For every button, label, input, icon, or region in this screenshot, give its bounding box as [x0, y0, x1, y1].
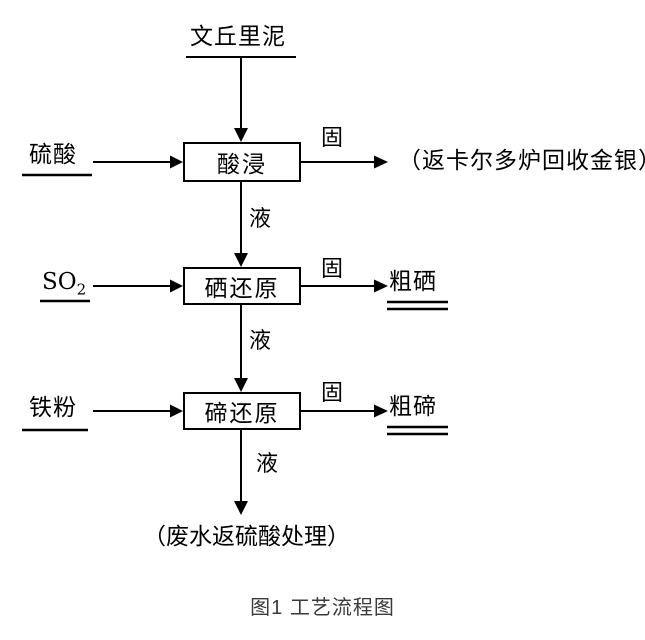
solid-output-2-label: 粗硒: [389, 269, 437, 295]
arrowhead-solid2: [374, 279, 388, 293]
arrowhead-reagent2: [170, 279, 183, 293]
final-output-label: （废水返硫酸处理）: [143, 524, 350, 550]
arrowhead-into-box2: [234, 253, 248, 267]
solid-output-1-label: （返卡尔多炉回收金银）: [398, 148, 645, 174]
process-box-acid-leaching-label: 酸浸: [217, 152, 267, 178]
liquid-phase-label-1: 液: [249, 207, 272, 232]
liquid-phase-label-2: 液: [249, 329, 272, 354]
process-box-selenium-reduction-label: 硒还原: [204, 276, 280, 302]
solid-phase-label-2: 固: [321, 257, 344, 282]
reagent-so2-subscript: 2: [76, 280, 87, 299]
solid-output-3-label: 粗碲: [389, 394, 437, 420]
arrowhead-final-output: [234, 501, 248, 515]
arrowhead-solid3: [374, 404, 388, 418]
arrowhead-solid1: [374, 155, 388, 169]
process-box-selenium-reduction: 硒还原: [183, 267, 301, 305]
arrowhead-into-box3: [234, 378, 248, 392]
arrowhead-reagent3: [170, 404, 183, 418]
liquid-phase-label-3: 液: [256, 452, 279, 477]
figure-caption: 图1 工艺流程图: [250, 597, 395, 619]
process-box-tellurium-reduction-label: 碲还原: [204, 401, 280, 427]
underlines: [22, 56, 448, 436]
process-box-acid-leaching: 酸浸: [183, 142, 301, 182]
reagent-label-iron-powder: 铁粉: [29, 395, 77, 421]
reagent-so2-formula: SO: [42, 269, 77, 295]
arrowhead-reagent1: [170, 155, 183, 169]
arrowhead-into-box1: [234, 128, 248, 142]
arrow-heads: [170, 128, 388, 515]
solid-phase-label-3: 固: [321, 381, 344, 406]
top-input-label: 文丘里泥: [190, 24, 286, 50]
reagent-label-so2: SO2: [42, 269, 86, 297]
process-box-tellurium-reduction: 碲还原: [183, 392, 301, 430]
reagent-label-sulfuric-acid: 硫酸: [29, 142, 77, 168]
solid-phase-label-1: 固: [321, 126, 344, 151]
